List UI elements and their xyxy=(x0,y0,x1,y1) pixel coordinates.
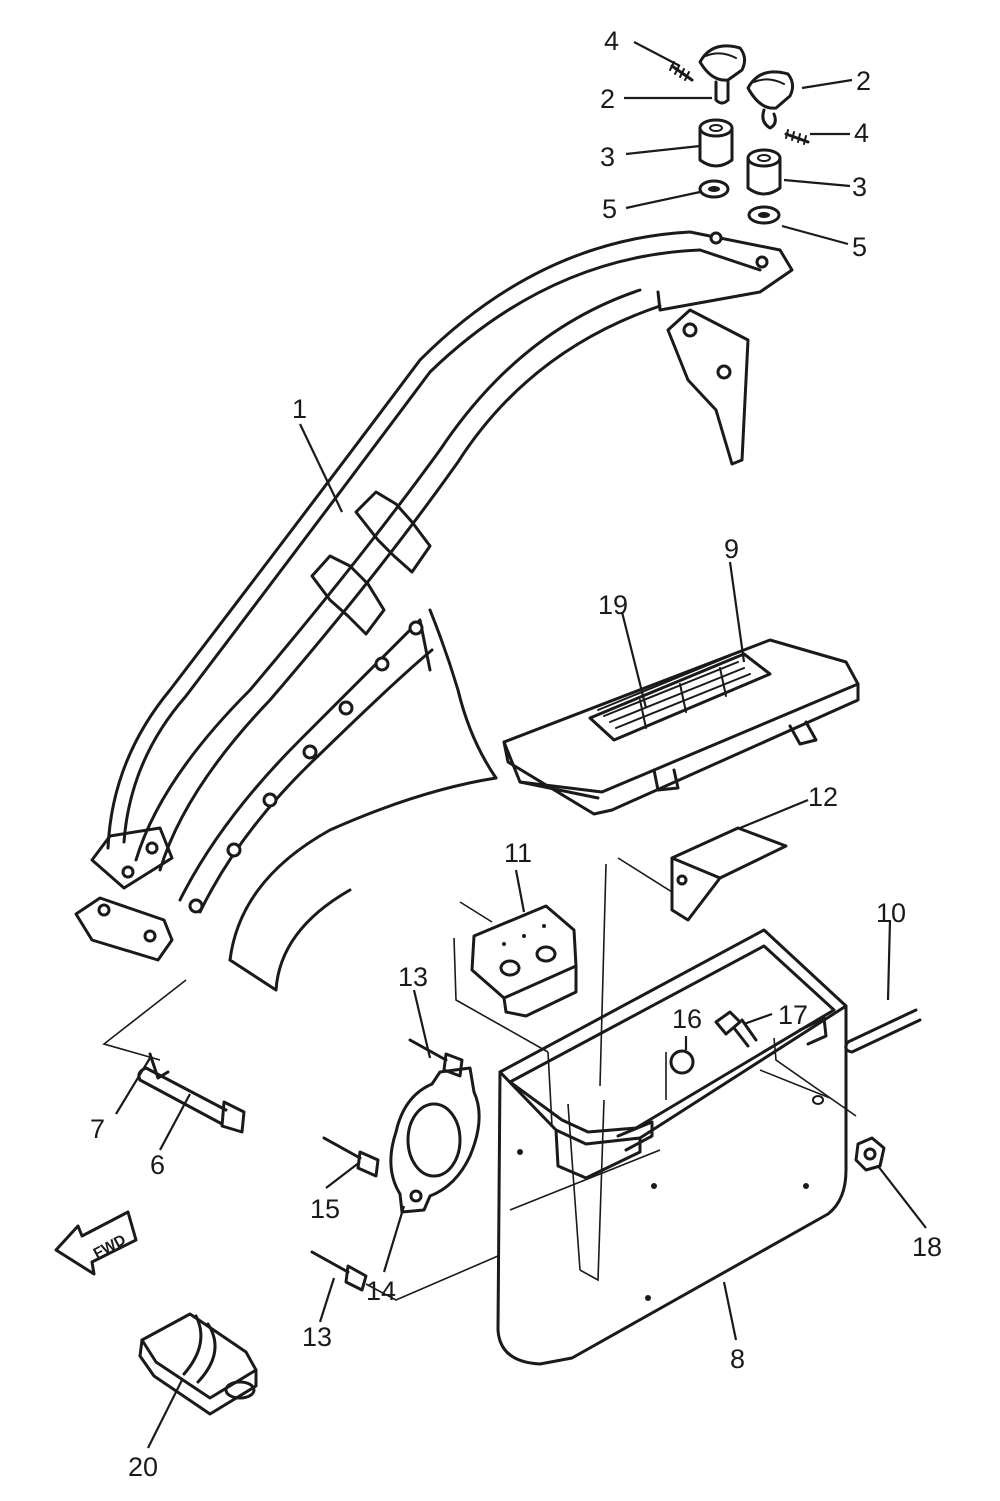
callout-11: 11 xyxy=(504,838,532,868)
bolt xyxy=(714,1010,758,1048)
mount-hardware xyxy=(669,44,810,225)
saddlebag-lid xyxy=(502,638,860,816)
collar-left xyxy=(698,118,734,168)
screw-left xyxy=(669,61,694,82)
rivet-lower xyxy=(310,1250,368,1292)
callout-2-right: 2 xyxy=(856,66,871,96)
callout-16: 16 xyxy=(672,1004,702,1034)
callout-17: 17 xyxy=(778,1000,808,1030)
saddlebag xyxy=(496,928,848,1366)
callout-15: 15 xyxy=(310,1194,340,1224)
callout-4-left: 4 xyxy=(604,26,619,56)
callout-2-left: 2 xyxy=(600,84,615,114)
forward-arrow-label: FWD xyxy=(91,1231,129,1262)
screw-right xyxy=(784,129,810,145)
hinge-bracket xyxy=(470,904,578,1018)
collar-right xyxy=(746,148,782,196)
rear-fender xyxy=(74,230,794,992)
callout-1: 1 xyxy=(292,394,307,424)
callout-13-upper: 13 xyxy=(398,962,428,992)
callout-9: 9 xyxy=(724,534,739,564)
nut xyxy=(854,1136,886,1172)
caution-label xyxy=(588,652,772,742)
tool-pouch xyxy=(138,1312,258,1416)
callout-12: 12 xyxy=(808,782,838,812)
knob-right xyxy=(746,70,795,130)
pivot-pin xyxy=(137,1066,246,1134)
callout-5-left: 5 xyxy=(602,194,617,224)
washer-right xyxy=(747,205,781,225)
lid-bracket xyxy=(670,826,788,922)
callout-6: 6 xyxy=(150,1150,165,1180)
callout-18: 18 xyxy=(912,1232,942,1262)
gasket-plate xyxy=(389,1066,481,1214)
washer-left xyxy=(698,179,730,199)
rivet-middle xyxy=(322,1136,380,1178)
callout-20: 20 xyxy=(128,1452,158,1482)
callout-4-right: 4 xyxy=(854,118,869,148)
forward-arrow: FWD xyxy=(54,1210,138,1276)
callout-14: 14 xyxy=(366,1276,396,1306)
clip xyxy=(148,1052,170,1080)
callout-7: 7 xyxy=(90,1114,105,1144)
callout-10: 10 xyxy=(876,898,906,928)
callout-13-lower: 13 xyxy=(302,1322,332,1352)
callout-3-left: 3 xyxy=(600,142,615,172)
knob-left xyxy=(698,44,747,105)
grommet xyxy=(669,1049,695,1075)
hinge-pin xyxy=(844,1008,922,1054)
leader-lines xyxy=(115,41,927,1449)
callout-8: 8 xyxy=(730,1344,745,1374)
callout-labels: 1 2 2 3 3 4 4 5 5 6 7 8 9 10 11 12 13 13… xyxy=(90,26,942,1482)
callout-3-right: 3 xyxy=(852,172,867,202)
callout-5-right: 5 xyxy=(852,232,867,262)
callout-19: 19 xyxy=(598,590,628,620)
